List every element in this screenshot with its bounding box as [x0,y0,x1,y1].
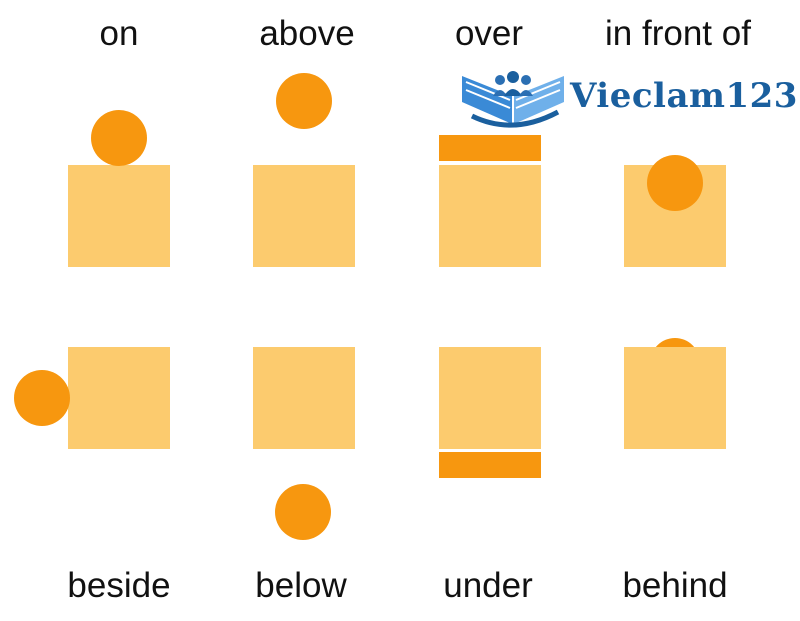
label-beside: beside [67,566,171,605]
square-over [439,165,541,267]
bar-under [439,452,541,478]
square-above [253,165,355,267]
label-over: over [454,14,524,53]
circle-beside [14,370,70,426]
circle-on [91,110,147,166]
square-on [68,165,170,267]
label-above: above [259,14,355,53]
label-below: below [255,566,347,605]
square-beside [68,347,170,449]
label-under: under [443,566,533,605]
vieclam123-logo: Vieclam123 [458,66,797,130]
circle-above [276,73,332,129]
bar-over [439,135,541,161]
open-book-people-icon [462,71,564,128]
logo-text: Vieclam123 [570,76,798,116]
circle-below [275,484,331,540]
label-in-front-of: in front of [605,14,751,53]
square-behind [624,347,726,449]
label-on: on [99,14,139,53]
label-behind: behind [622,566,728,605]
circle-in-front-of [647,155,703,211]
square-under [439,347,541,449]
square-below [253,347,355,449]
